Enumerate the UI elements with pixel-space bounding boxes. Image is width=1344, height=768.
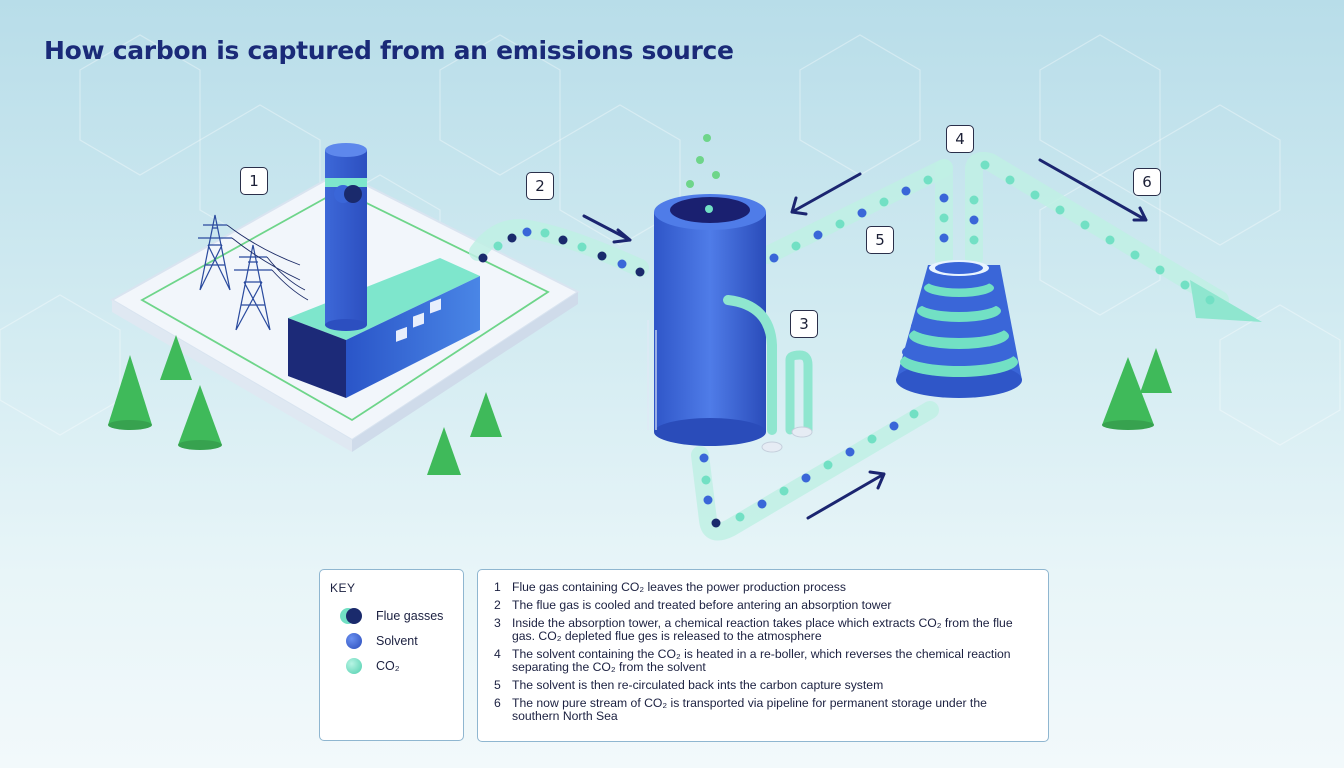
step-label-4: 4 [946,125,974,153]
step-item: 6 The now pure stream of CO₂ is transpor… [494,696,987,723]
step-label-5: 5 [866,226,894,254]
solvent-dot-icon [340,633,362,649]
key-title: KEY [330,581,356,595]
flue-gas-dots-icon [340,608,362,624]
co2-dots [980,160,1215,305]
pipeline [469,151,1229,541]
step-item: 2 The flue gas is cooled and treated bef… [494,598,892,612]
key-item-flue-gasses: Flue gasses [340,606,443,626]
solvent-return-dots [769,175,979,263]
step-label-1: 1 [240,167,268,195]
flue-gas-dots [478,227,645,277]
step-label-2: 2 [526,172,554,200]
power-pylon-icon [198,214,309,331]
arrowhead-icon [1190,280,1262,322]
power-plant [109,143,580,452]
absorption-tower [647,134,813,453]
step-item: 1 Flue gas containing CO₂ leaves the pow… [494,580,846,594]
page-title: How carbon is captured from an emissions… [44,36,734,65]
step-item: 3 Inside the absorption tower, a chemica… [494,616,1013,643]
co2-dot-icon [340,658,362,674]
legend-key: KEY Flue gasses Solvent CO₂ [319,569,464,741]
step-item: 5 The solvent is then re-circulated back… [494,678,884,692]
solvent-dots [699,409,919,528]
step-item: 4 The solvent containing the CO₂ is heat… [494,647,1011,674]
re-boiler [896,260,1022,398]
step-label-3: 3 [790,310,818,338]
step-label-6: 6 [1133,168,1161,196]
key-item-co2: CO₂ [340,656,400,676]
steps-list: 1 Flue gas containing CO₂ leaves the pow… [477,569,1049,742]
tree-icon [108,335,1172,475]
arrow-icon [582,158,1148,520]
key-item-solvent: Solvent [340,631,418,651]
